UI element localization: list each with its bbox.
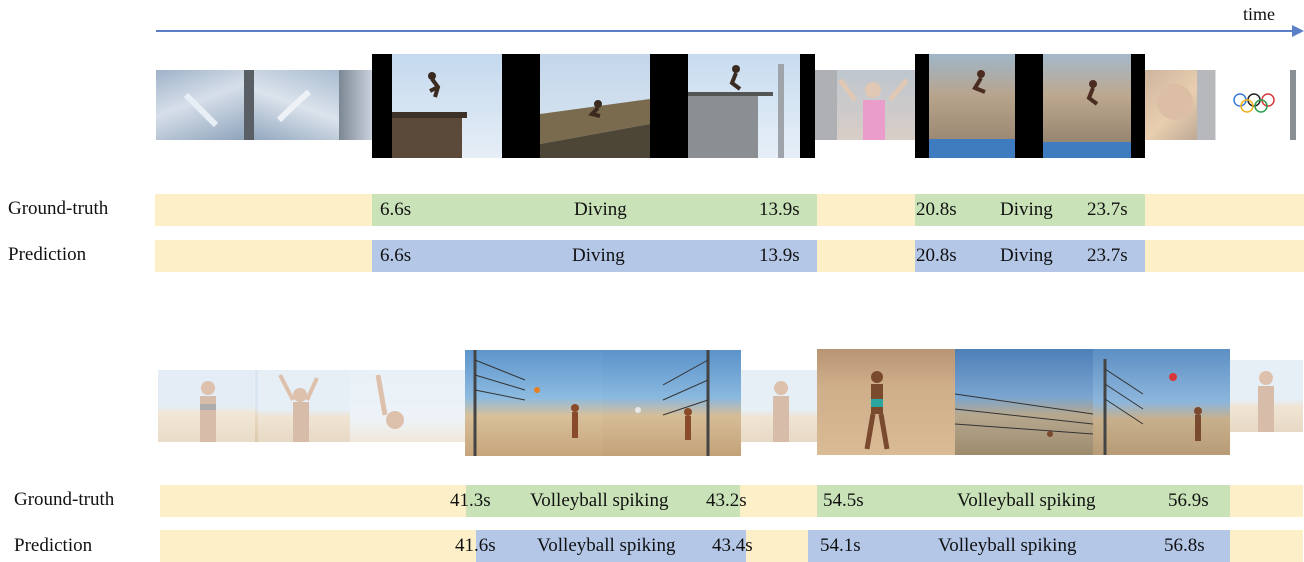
platform-dive-frame	[540, 54, 650, 158]
beach-player-frame	[158, 370, 258, 442]
beach-player-frame	[255, 370, 350, 442]
beach-player-frame	[741, 370, 819, 442]
segment-action-label: Diving	[1000, 245, 1053, 266]
segment-end-time: 13.9s	[759, 245, 800, 266]
segment-start-time: 41.6s	[455, 535, 496, 556]
beach-serve-frame	[817, 349, 955, 455]
net-spike-frame	[1093, 349, 1230, 455]
platform-dive-frame	[392, 54, 502, 158]
segment-action-label: Diving	[574, 199, 627, 220]
segment-start-time: 20.8s	[916, 245, 957, 266]
segment-end-time: 56.9s	[1168, 490, 1209, 511]
volleyball-pred-segment-1	[476, 530, 746, 562]
beach-player-frame	[350, 370, 465, 442]
net-spike-frame	[603, 350, 741, 456]
segment-action-label: Diving	[1000, 199, 1053, 220]
segment-action-label: Volleyball spiking	[957, 490, 1096, 511]
segment-end-time: 23.7s	[1087, 199, 1128, 220]
olympic-rings-icon	[1233, 70, 1296, 140]
olympic-rings-logo-frame	[1215, 70, 1296, 140]
diving-pred-segment-2: 20.8s Diving 23.7s	[915, 240, 1145, 272]
segment-end-time: 43.2s	[706, 490, 747, 511]
underwater-diver-frame	[156, 70, 246, 140]
athlete-closeup-frame	[1145, 70, 1215, 140]
segment-end-time: 13.9s	[759, 199, 800, 220]
volleyball-gt-segment-2: 54.5s Volleyball spiking 56.9s	[817, 485, 1230, 517]
volleyball-prediction-label: Prediction	[14, 535, 93, 556]
segment-end-time: 56.8s	[1164, 535, 1205, 556]
diving-pred-segment-1: 6.6s Diving 13.9s	[372, 240, 817, 272]
time-axis-line	[156, 30, 1296, 32]
segment-action-label: Volleyball spiking	[537, 535, 676, 556]
diving-prediction-label: Prediction	[8, 244, 87, 265]
segment-start-time: 6.6s	[380, 245, 412, 266]
underwater-diver-frame	[254, 70, 339, 140]
volleyball-pred-segment-2: 54.1s Volleyball spiking 56.8s	[808, 530, 1230, 562]
segment-start-time: 54.1s	[820, 535, 861, 556]
segment-end-time: 23.7s	[1087, 245, 1128, 266]
segment-start-time: 20.8s	[916, 199, 957, 220]
segment-action-label: Volleyball spiking	[938, 535, 1077, 556]
volleyball-ground-truth-label: Ground-truth	[14, 489, 115, 510]
time-axis-label: time	[1243, 4, 1275, 24]
city-backdrop-dive-frame	[1043, 54, 1131, 158]
segment-action-label: Volleyball spiking	[530, 490, 669, 511]
segment-start-time: 41.3s	[450, 490, 491, 511]
net-spike-frame	[465, 350, 605, 456]
segment-end-time: 43.4s	[712, 535, 753, 556]
volleyball-gt-segment-1	[466, 485, 740, 517]
diving-ground-truth-label: Ground-truth	[8, 198, 109, 219]
segment-start-time: 6.6s	[380, 199, 412, 220]
diver-celebrating-frame	[815, 70, 915, 140]
city-backdrop-dive-frame	[929, 54, 1015, 158]
diving-gt-segment-1: 6.6s Diving 13.9s	[372, 194, 817, 226]
diving-gt-segment-2: 20.8s Diving 23.7s	[915, 194, 1145, 226]
platform-dive-frame	[688, 54, 800, 158]
net-spike-frame	[955, 349, 1093, 455]
segment-action-label: Diving	[572, 245, 625, 266]
segment-start-time: 54.5s	[823, 490, 864, 511]
beach-player-frame	[1230, 360, 1303, 432]
time-axis-arrowhead-icon	[1292, 25, 1304, 37]
